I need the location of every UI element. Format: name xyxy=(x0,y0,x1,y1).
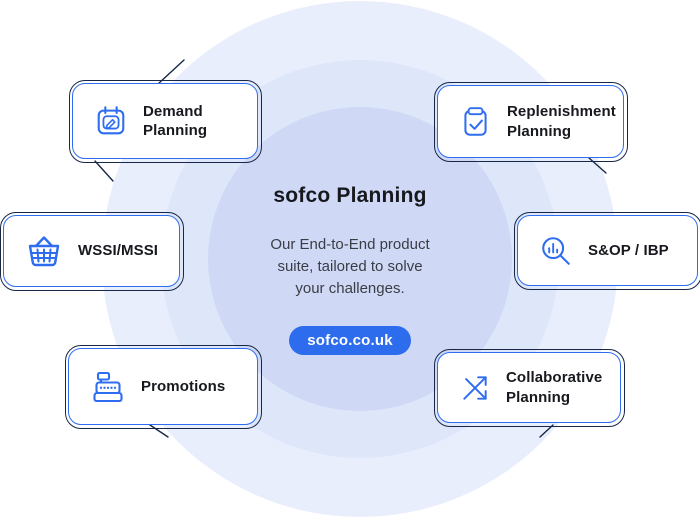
card-sop-ibp: S&OP / IBP xyxy=(513,211,700,290)
card-label: Replenishment Planning xyxy=(507,103,616,140)
shopping-basket-icon xyxy=(28,236,60,267)
card-label: WSSI/MSSI xyxy=(78,242,159,260)
card-label: Promotions xyxy=(141,377,226,395)
sofco-link-button[interactable]: sofco.co.uk xyxy=(289,326,411,355)
card-promotions: Promotions xyxy=(64,344,262,429)
card-label: S&OP / IBP xyxy=(588,241,669,259)
card-collaborative-planning: Collaborative Planning xyxy=(433,348,625,427)
card-demand-planning: Demand Planning xyxy=(68,79,262,163)
page-title: sofco Planning xyxy=(273,184,427,207)
cash-register-icon xyxy=(93,371,123,402)
calendar-pencil-icon xyxy=(97,106,125,135)
card-label: Demand Planning xyxy=(143,102,208,139)
card-replenishment-planning: Replenishment Planning xyxy=(433,81,628,162)
card-wssi-mssi: WSSI/MSSI xyxy=(0,211,184,291)
card-label: Collaborative Planning xyxy=(506,369,603,406)
center-copy: sofco Planning Our End-to-End product su… xyxy=(240,184,460,300)
clipboard-check-icon xyxy=(464,107,487,136)
magnifier-chart-icon xyxy=(542,236,570,265)
page-description: Our End-to-End product suite, tailored t… xyxy=(270,236,430,297)
cross-arrows-icon xyxy=(463,375,487,400)
